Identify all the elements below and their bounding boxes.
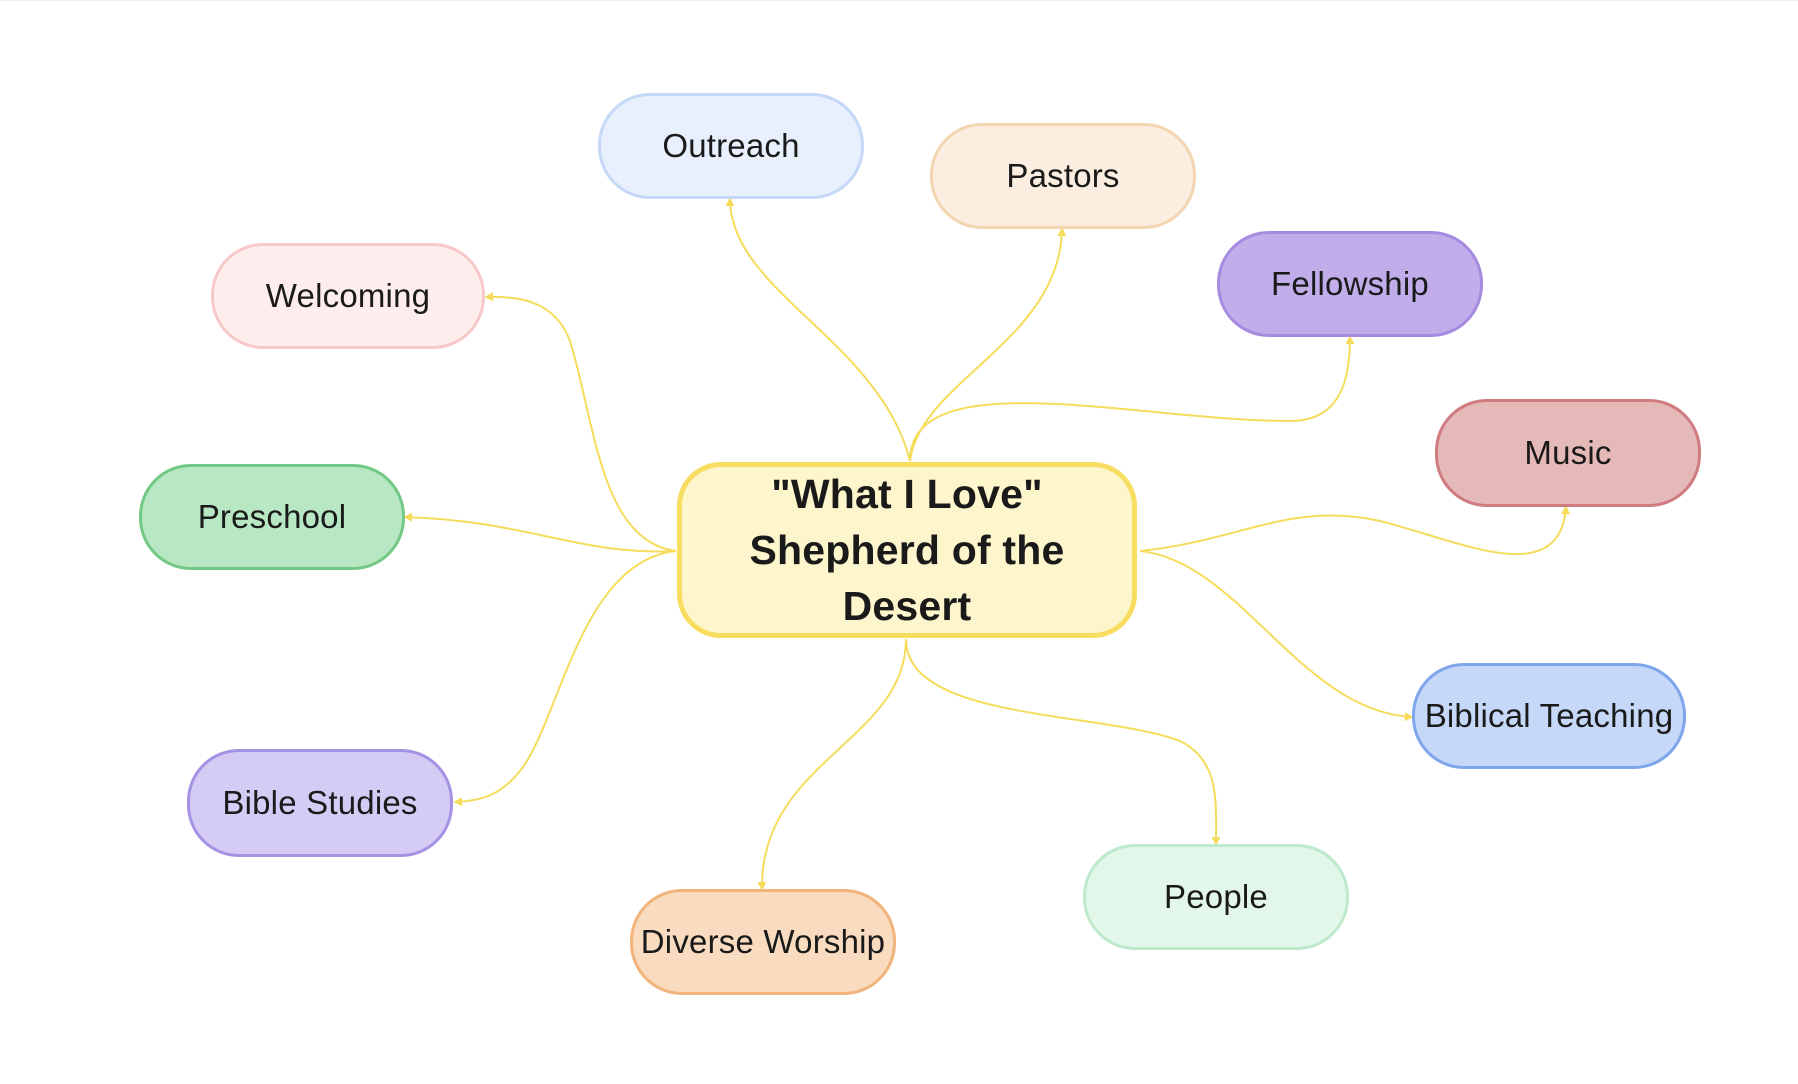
central-topic-node[interactable]: "What I Love" Shepherd of the Desert: [677, 462, 1137, 638]
central-topic-line-2: Shepherd of the Desert: [749, 527, 1065, 629]
edge-preschool: [403, 512, 677, 553]
node-label: Outreach: [662, 127, 800, 164]
edge-welcoming: [484, 292, 677, 552]
node-fellowship[interactable]: Fellowship: [1217, 231, 1483, 337]
edge-bible-studies: [453, 550, 677, 807]
node-preschool[interactable]: Preschool: [139, 464, 405, 570]
edge-fellowship: [909, 335, 1355, 462]
node-biblical-teaching[interactable]: Biblical Teaching: [1412, 663, 1686, 769]
node-diverse-worship[interactable]: Diverse Worship: [630, 889, 896, 995]
node-label: Diverse Worship: [640, 923, 886, 960]
node-pastors[interactable]: Pastors: [930, 123, 1196, 229]
node-label: Welcoming: [265, 277, 431, 314]
edge-biblical-teaching: [1139, 550, 1414, 722]
edge-music: [1139, 505, 1570, 556]
node-outreach[interactable]: Outreach: [598, 93, 864, 199]
node-music[interactable]: Music: [1435, 399, 1701, 507]
node-label: Biblical Teaching: [1424, 697, 1674, 734]
edge-people: [905, 638, 1221, 846]
node-label: Pastors: [1006, 157, 1120, 194]
node-people[interactable]: People: [1083, 844, 1349, 950]
edge-pastors: [909, 227, 1067, 462]
node-label: People: [1164, 878, 1268, 915]
central-topic-line-1: "What I Love": [771, 471, 1043, 517]
node-label: Music: [1524, 434, 1612, 471]
edge-outreach: [725, 197, 911, 462]
edge-diverse-worship: [757, 638, 907, 891]
node-label: Bible Studies: [222, 784, 418, 821]
node-bible-studies[interactable]: Bible Studies: [187, 749, 453, 857]
node-welcoming[interactable]: Welcoming: [211, 243, 485, 349]
node-label: Fellowship: [1271, 265, 1429, 302]
node-label: Preschool: [197, 498, 347, 535]
